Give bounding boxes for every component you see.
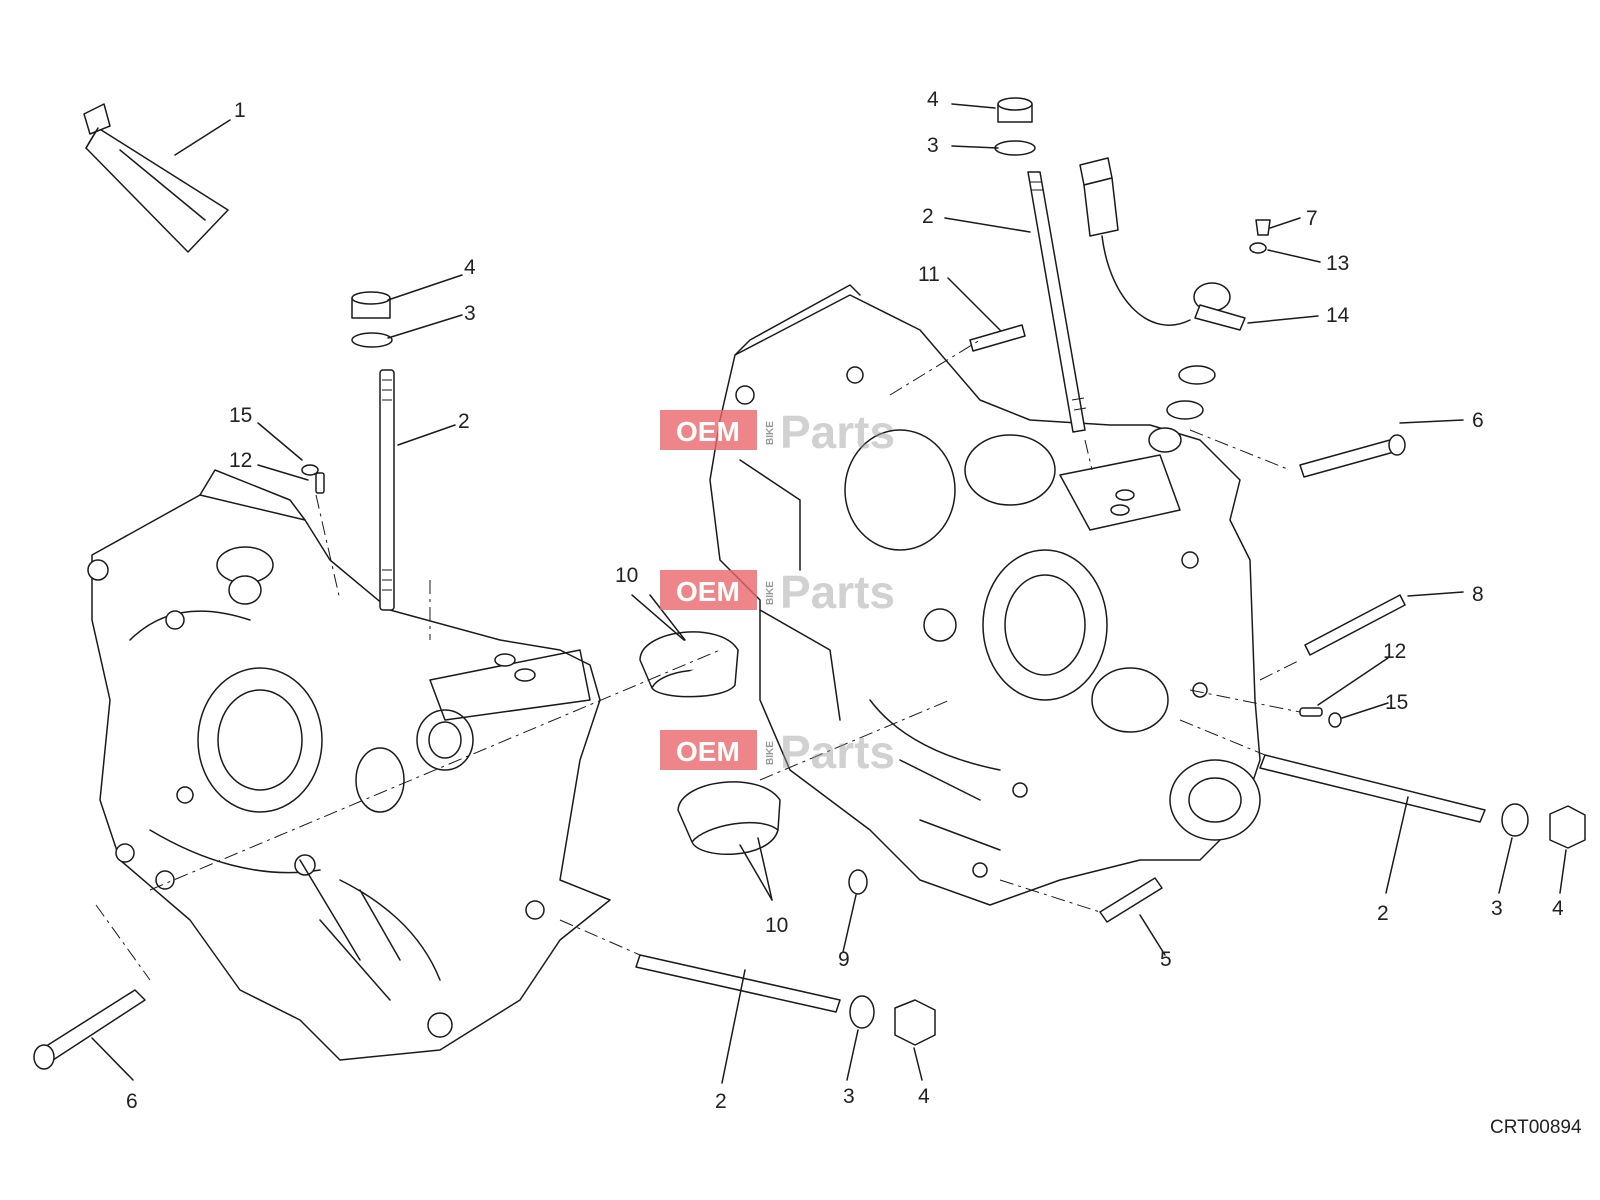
right-bolt-8 — [1304, 594, 1406, 656]
svg-text:BIKE: BIKE — [765, 741, 776, 765]
o-ring-9 — [848, 869, 868, 895]
right-vertical-stud — [1027, 171, 1087, 433]
right-horizontal-stud — [1259, 754, 1486, 823]
callout-labels: 1 4 3 2 15 12 10 10 6 2 3 4 4 3 2 11 7 1… — [126, 88, 1564, 1113]
callout-9: 9 — [838, 948, 850, 971]
callout-10: 10 — [615, 564, 638, 587]
callout-6: 6 — [126, 1090, 138, 1113]
sensor-screw — [1255, 219, 1271, 236]
upper-bearing-shells — [639, 631, 739, 698]
callout-5: 5 — [1160, 948, 1172, 971]
callout-10: 10 — [765, 914, 788, 937]
left-o-ring — [301, 464, 319, 476]
right-bolt-6 — [1299, 439, 1395, 478]
callout-14: 14 — [1326, 304, 1350, 327]
svg-text:OEM: OEM — [676, 576, 740, 607]
right-o-ring — [1328, 712, 1342, 728]
callout-11: 11 — [918, 263, 940, 286]
leader-lines — [91, 103, 1567, 1084]
svg-text:Parts: Parts — [780, 566, 895, 618]
left-vertical-stud — [379, 369, 395, 611]
svg-text:OEM: OEM — [676, 416, 740, 447]
right-nut — [1549, 805, 1586, 849]
left-dowel-pin — [315, 472, 325, 494]
svg-text:Parts: Parts — [780, 406, 895, 458]
callout-4: 4 — [464, 256, 476, 279]
left-crankcase-half — [87, 469, 611, 1061]
svg-text:BIKE: BIKE — [765, 581, 776, 605]
watermark-3: OEM BIKE Parts — [660, 726, 895, 778]
right-top-washer — [994, 140, 1036, 156]
sensor-gasket-2 — [1166, 400, 1204, 420]
right-washer — [1501, 803, 1529, 837]
callout-15: 15 — [229, 404, 252, 427]
left-bolt — [39, 989, 146, 1063]
sensor-gasket-1 — [1178, 365, 1216, 385]
callout-6: 6 — [1472, 409, 1484, 432]
bottom-washer — [849, 995, 875, 1029]
bottom-nut — [894, 999, 936, 1046]
sealant-tube — [83, 103, 229, 253]
svg-text:BIKE: BIKE — [765, 421, 776, 445]
alignment-lines — [95, 339, 1301, 981]
left-top-washer — [351, 332, 393, 348]
callout-12: 12 — [229, 449, 252, 472]
svg-text:OEM: OEM — [676, 736, 740, 767]
reference-code: CRT00894 — [1490, 1117, 1582, 1138]
right-dowel-pin — [1299, 707, 1323, 717]
callout-3: 3 — [927, 134, 939, 157]
svg-text:Parts: Parts — [780, 726, 895, 778]
callout-2: 2 — [715, 1090, 727, 1113]
callout-15: 15 — [1385, 691, 1408, 714]
callout-4: 4 — [1552, 897, 1564, 920]
sensor-washer — [1249, 242, 1267, 254]
callout-3: 3 — [843, 1085, 855, 1108]
callout-7: 7 — [1306, 207, 1318, 230]
right-crankcase-half — [709, 284, 1261, 906]
callout-2: 2 — [922, 205, 934, 228]
lower-bearing-shells — [677, 781, 781, 856]
callout-3: 3 — [1491, 897, 1503, 920]
watermark-1: OEM BIKE Parts — [660, 406, 895, 458]
callout-4: 4 — [918, 1085, 930, 1108]
callout-3: 3 — [464, 302, 476, 325]
right-upper-bolt — [969, 324, 1026, 352]
callout-13: 13 — [1326, 252, 1349, 275]
bottom-stud — [635, 954, 841, 1013]
watermark-2: OEM BIKE Parts — [660, 566, 895, 618]
callout-2: 2 — [1377, 902, 1389, 925]
callout-4: 4 — [927, 88, 939, 111]
callout-2: 2 — [458, 410, 470, 433]
sensor-assembly — [1079, 157, 1246, 331]
callout-8: 8 — [1472, 583, 1484, 606]
callout-1: 1 — [234, 99, 246, 122]
callout-12: 12 — [1383, 640, 1406, 663]
bolt-5 — [1099, 877, 1163, 923]
